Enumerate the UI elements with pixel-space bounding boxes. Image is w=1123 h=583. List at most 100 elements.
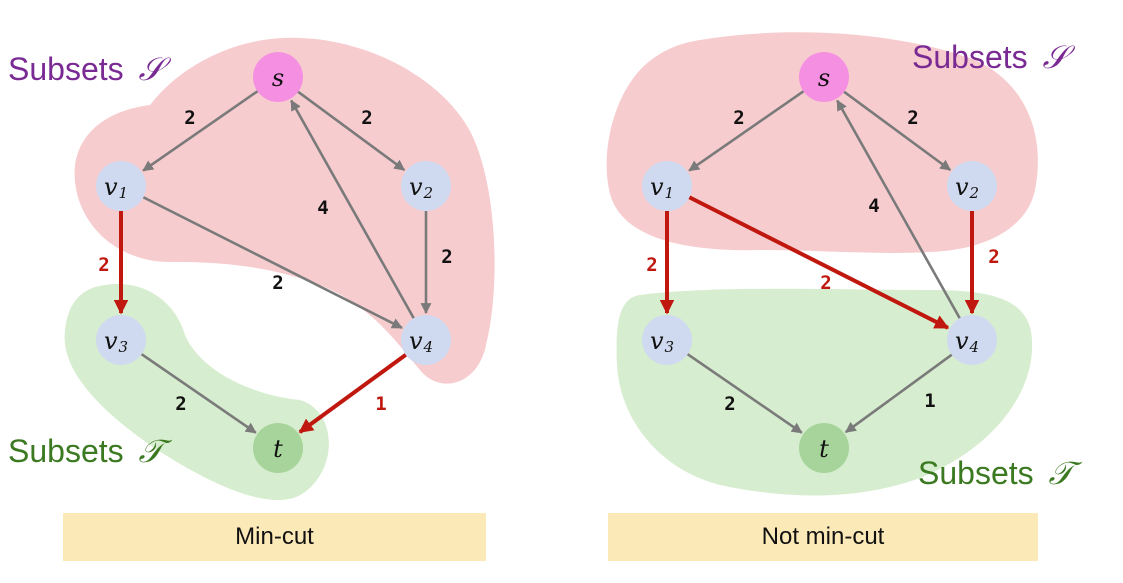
edge-capacity-label: 2 — [98, 254, 109, 276]
node-label: v4 — [409, 327, 433, 356]
node-subscript: 4 — [969, 338, 980, 356]
edge-capacity-label: 2 — [988, 246, 999, 268]
node-subscript: 2 — [423, 184, 434, 202]
sink-subset-region — [616, 288, 1033, 496]
edge-capacity-label: 2 — [820, 272, 831, 294]
node-letter: v — [650, 173, 664, 201]
node-circle — [947, 161, 997, 211]
node-label: s — [818, 64, 830, 92]
node-s: s — [799, 52, 849, 102]
node-circle — [253, 52, 303, 102]
subset-label-symbol: 𝒮 — [139, 50, 172, 88]
node-label: v4 — [955, 327, 979, 356]
edge-capacity-label: 2 — [272, 272, 283, 294]
subset-label-prefix: Subsets — [918, 455, 1043, 491]
node-v3: v3 — [642, 315, 692, 365]
node-letter: v — [409, 173, 423, 201]
subset-label-prefix: Subsets — [8, 51, 133, 87]
sink-subset-label: Subsets 𝒯 — [918, 454, 1083, 492]
edge-capacity-label: 2 — [175, 393, 186, 415]
node-label: v3 — [650, 327, 674, 356]
edge-capacity-label: 2 — [724, 393, 735, 415]
node-letter: v — [955, 327, 969, 355]
node-label: v3 — [104, 327, 128, 356]
node-circle — [642, 161, 692, 211]
node-label: v1 — [650, 173, 674, 202]
node-label: t — [273, 435, 283, 463]
node-v2: v2 — [947, 161, 997, 211]
node-label: v2 — [955, 173, 979, 202]
subset-label-symbol: 𝒮 — [1043, 38, 1076, 76]
node-v2: v2 — [401, 161, 451, 211]
source-subset-label: Subsets 𝒮 — [8, 50, 172, 88]
node-label: s — [272, 64, 284, 92]
node-letter: t — [819, 435, 829, 463]
node-letter: s — [818, 64, 830, 92]
node-letter: v — [650, 327, 664, 355]
node-letter: t — [273, 435, 283, 463]
edge-s-v2 — [297, 90, 406, 172]
panel-not-min-cut — [606, 32, 1038, 496]
caption-not-min-cut: Not min-cut — [608, 513, 1038, 561]
edge-s-v2 — [843, 90, 952, 172]
edge-capacity-label: 2 — [361, 107, 372, 129]
edge-v1-v4 — [688, 195, 950, 330]
node-label: v1 — [104, 173, 128, 202]
node-v4: v4 — [947, 315, 997, 365]
edge-v1-v4 — [142, 196, 403, 329]
subset-label-prefix: Subsets — [912, 39, 1037, 75]
node-t: t — [253, 423, 303, 473]
node-v1: v1 — [642, 161, 692, 211]
edge-capacity-label: 1 — [924, 390, 935, 412]
sink-subset-label: Subsets 𝒯 — [8, 432, 173, 470]
node-subscript: 1 — [665, 184, 675, 202]
node-v1: v1 — [96, 161, 146, 211]
node-s: s — [253, 52, 303, 102]
source-subset-region — [74, 37, 495, 384]
node-circle — [799, 52, 849, 102]
edge-v4-t — [844, 353, 953, 434]
source-subset-label: Subsets 𝒮 — [912, 38, 1076, 76]
node-circle — [642, 315, 692, 365]
node-letter: v — [104, 173, 118, 201]
edge-v3-t — [686, 353, 803, 434]
source-subset-region — [606, 32, 1038, 253]
node-circle — [799, 423, 849, 473]
node-circle — [96, 315, 146, 365]
node-subscript: 4 — [423, 338, 434, 356]
node-subscript: 2 — [969, 184, 980, 202]
edge-v4-s — [836, 99, 961, 319]
edge-capacity-label: 2 — [646, 254, 657, 276]
edge-capacity-label: 4 — [317, 197, 328, 219]
edge-capacity-label: 4 — [868, 195, 879, 217]
edge-capacity-label: 2 — [733, 107, 744, 129]
node-letter: s — [272, 64, 284, 92]
edge-capacity-label: 2 — [907, 107, 918, 129]
node-circle — [253, 423, 303, 473]
subset-label-symbol: 𝒯 — [1049, 454, 1083, 492]
node-letter: v — [104, 327, 118, 355]
edge-v4-t — [298, 353, 407, 434]
node-v3: v3 — [96, 315, 146, 365]
subset-label-prefix: Subsets — [8, 433, 133, 469]
node-label: v2 — [409, 173, 433, 202]
node-circle — [96, 161, 146, 211]
node-circle — [401, 315, 451, 365]
edge-capacity-label: 2 — [441, 246, 452, 268]
node-letter: v — [409, 327, 423, 355]
node-subscript: 3 — [665, 338, 675, 356]
edge-capacity-label: 2 — [184, 107, 195, 129]
edge-v4-s — [290, 99, 415, 319]
edge-capacity-label: 1 — [375, 393, 386, 415]
edge-s-v1 — [688, 90, 805, 172]
node-subscript: 3 — [119, 338, 129, 356]
node-subscript: 1 — [119, 184, 129, 202]
node-circle — [947, 315, 997, 365]
edge-s-v1 — [142, 90, 259, 172]
node-t: t — [799, 423, 849, 473]
edge-v3-t — [140, 353, 257, 434]
node-circle — [401, 161, 451, 211]
caption-min-cut: Min-cut — [63, 513, 486, 561]
